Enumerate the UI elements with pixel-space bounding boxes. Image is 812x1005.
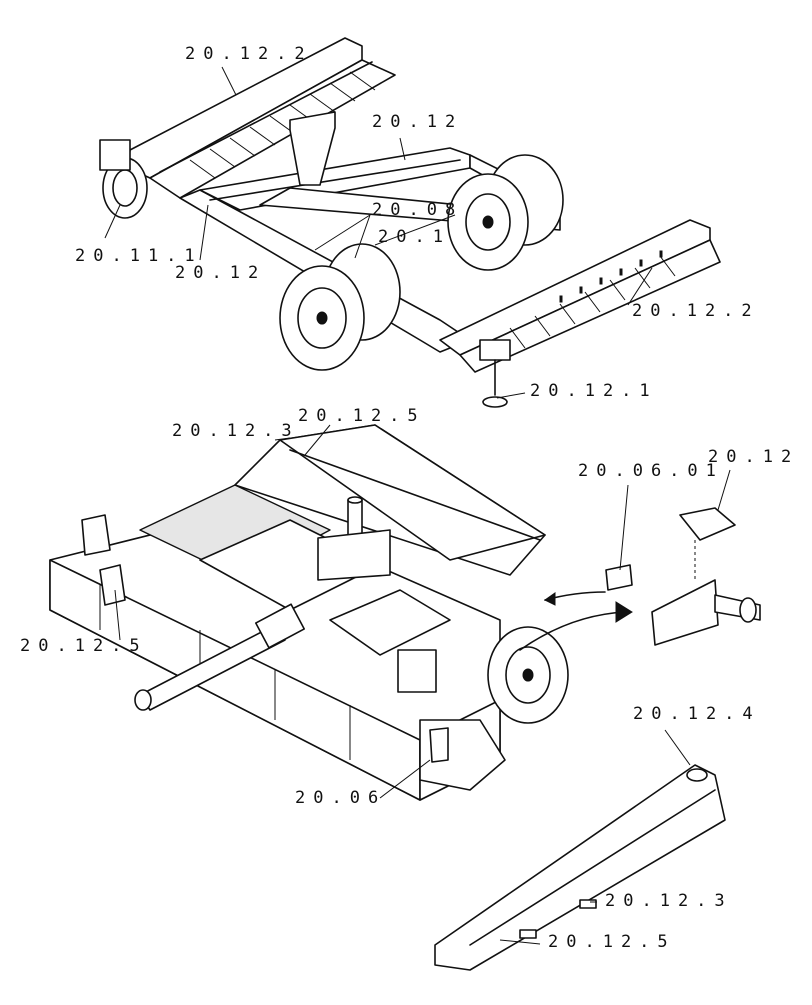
callout-wheel-hub-kit: 20.06.01: [578, 461, 724, 481]
kit-arrow-2: [519, 611, 626, 651]
callout-jack-stand: 20.12.1: [530, 381, 658, 401]
drive-shaft: [134, 603, 306, 711]
deck-box-frame: [234, 424, 546, 576]
callout-transport-wheels: 20.08: [372, 200, 464, 220]
wheel-hub-kit: [605, 507, 761, 646]
callout-mower-hitch-bracket: 20.12.5: [298, 406, 426, 426]
callout-transport-center: 20.12: [372, 112, 464, 132]
callout-mower-hitch-mount: 20.12.3: [172, 421, 300, 441]
center-spindle: [317, 496, 391, 581]
right-ramp-rail: [439, 219, 721, 373]
left-dual-wheels: [279, 243, 401, 371]
callout-transport-rail-top: 20.12.2: [185, 44, 313, 64]
callout-tongue-beam: 20.12.4: [633, 704, 761, 724]
callout-left-pivot: 20.12: [175, 263, 267, 283]
tongue-beam: [434, 764, 726, 971]
deck-wheel: [487, 626, 569, 724]
front-right-hitch: [419, 719, 506, 791]
transport-frame: [99, 37, 721, 408]
left-caster-wheel: [99, 139, 148, 219]
callout-right-rail: 20.12.2: [632, 301, 760, 321]
mower-deck-assembly: [49, 424, 633, 801]
callout-mower-deck: 20.06: [295, 788, 387, 808]
callout-left-caster: 20.11.1: [75, 246, 203, 266]
callout-tongue-lower-bracket: 20.12.5: [548, 932, 676, 952]
callout-tongue-bracket: 20.12.3: [605, 891, 733, 911]
right-dual-wheels: [447, 154, 564, 271]
jack-stand: [479, 339, 511, 408]
callout-mower-left-hitch: 20.12.5: [20, 636, 148, 656]
callout-transport-wheel-hub: 20.1: [378, 227, 451, 247]
left-ramp-rail: [127, 37, 396, 199]
callout-axle-arm: 20.12: [708, 447, 800, 467]
leader-lines: [104, 66, 731, 945]
left-hitch-brackets: [81, 514, 126, 606]
